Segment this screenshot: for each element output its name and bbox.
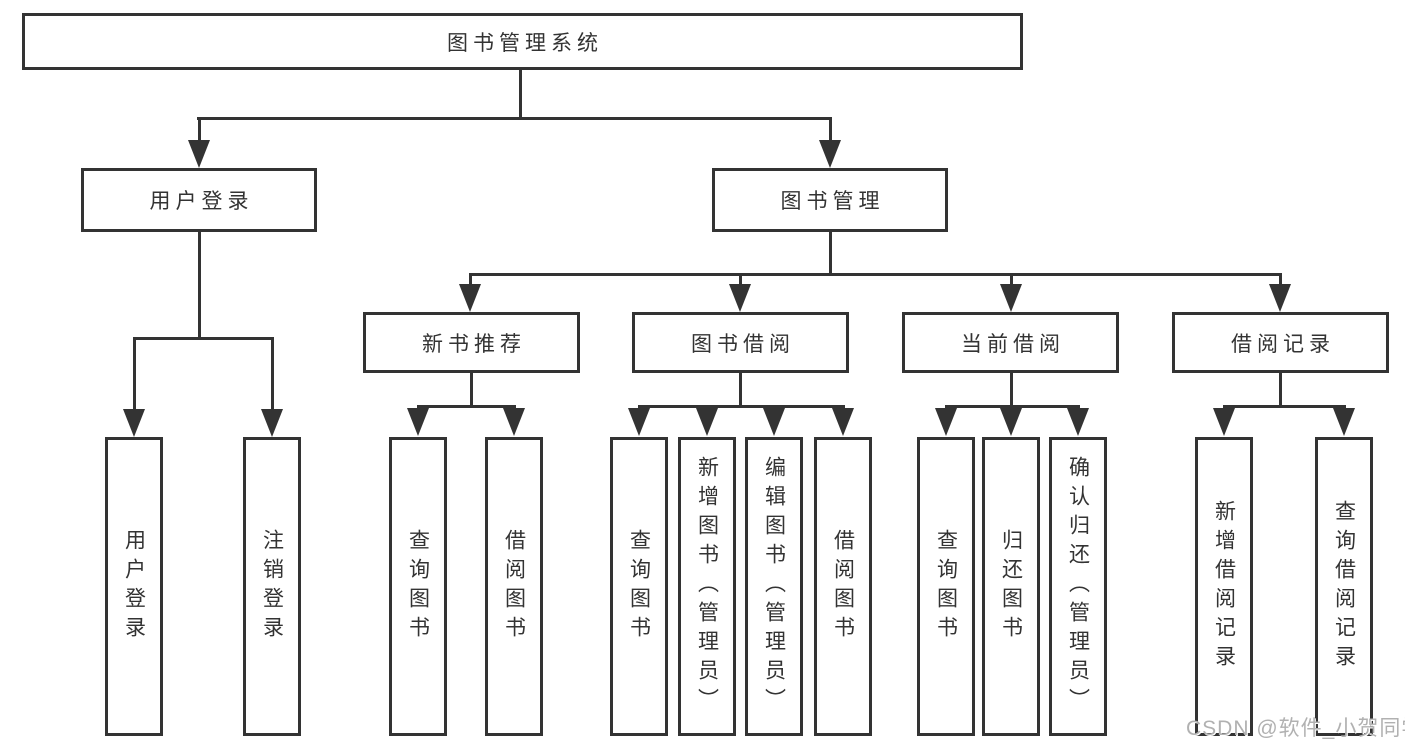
leaf-current-query-books-label: 查询图书 bbox=[934, 528, 958, 645]
connector-root-stem bbox=[519, 69, 522, 119]
leaf-borrow-query-books: 查询图书 bbox=[610, 437, 668, 736]
leaf-add-borrow-record-label: 新增借阅记录 bbox=[1212, 499, 1236, 674]
connector-group-horizontal bbox=[417, 405, 516, 408]
connector-arrow-stem bbox=[829, 119, 832, 142]
node-borrow-records-label: 借阅记录 bbox=[1231, 332, 1335, 356]
arrow-down-icon bbox=[188, 140, 210, 168]
connector-book-management-stem bbox=[829, 232, 832, 276]
leaf-confirm-return-admin: 确认归还（管理员） bbox=[1049, 437, 1107, 736]
node-new-book-recommend-label: 新书推荐 bbox=[422, 332, 526, 356]
connector-arrow-stem bbox=[469, 275, 472, 286]
node-book-borrow: 图书借阅 bbox=[632, 312, 849, 373]
connector-group-stem bbox=[1010, 373, 1013, 408]
connector-arrow-stem bbox=[1279, 275, 1282, 286]
arrow-down-icon bbox=[503, 408, 525, 436]
arrow-down-icon bbox=[1333, 408, 1355, 436]
node-library-system: 图书管理系统 bbox=[22, 13, 1023, 70]
connector-group-stem bbox=[1279, 373, 1282, 408]
connector-group-stem bbox=[739, 373, 742, 408]
leaf-confirm-return-admin-label: 确认归还（管理员） bbox=[1066, 456, 1090, 717]
leaf-user-login: 用户登录 bbox=[105, 437, 163, 736]
connector-level3-horizontal bbox=[469, 273, 1282, 276]
node-book-borrow-label: 图书借阅 bbox=[691, 332, 795, 356]
leaf-recommend-query-books: 查询图书 bbox=[389, 437, 447, 736]
node-book-management-label: 图书管理 bbox=[780, 190, 885, 213]
arrow-down-icon bbox=[1000, 408, 1022, 436]
leaf-add-borrow-record: 新增借阅记录 bbox=[1195, 437, 1253, 736]
leaf-logout: 注销登录 bbox=[243, 437, 301, 736]
leaf-return-books: 归还图书 bbox=[982, 437, 1040, 736]
arrow-down-icon bbox=[935, 408, 957, 436]
leaf-query-borrow-record: 查询借阅记录 bbox=[1315, 437, 1373, 736]
node-library-system-label: 图书管理系统 bbox=[447, 31, 603, 55]
connector-group-horizontal bbox=[945, 405, 1080, 408]
node-book-management: 图书管理 bbox=[712, 168, 948, 232]
leaf-return-books-label: 归还图书 bbox=[999, 528, 1023, 645]
leaf-recommend-query-books-label: 查询图书 bbox=[406, 528, 430, 645]
arrow-down-icon bbox=[123, 409, 145, 437]
leaf-edit-books-admin-label: 编辑图书（管理员） bbox=[762, 456, 786, 717]
leaf-recommend-borrow-books: 借阅图书 bbox=[485, 437, 543, 736]
leaf-query-borrow-record-label: 查询借阅记录 bbox=[1332, 499, 1356, 674]
connector-user-login-stem bbox=[198, 232, 201, 339]
leaf-add-books-admin-label: 新增图书（管理员） bbox=[695, 456, 719, 717]
leaf-current-query-books: 查询图书 bbox=[917, 437, 975, 736]
leaf-add-books-admin: 新增图书（管理员） bbox=[678, 437, 736, 736]
arrow-down-icon bbox=[832, 408, 854, 436]
connector-arrow-stem bbox=[198, 119, 201, 142]
connector-arrow-stem bbox=[271, 339, 274, 410]
leaf-logout-label: 注销登录 bbox=[260, 528, 284, 645]
connector-arrow-stem bbox=[133, 339, 136, 410]
arrow-down-icon bbox=[1000, 284, 1022, 312]
arrow-down-icon bbox=[261, 409, 283, 437]
node-user-login-label: 用户登录 bbox=[149, 190, 254, 213]
node-borrow-records: 借阅记录 bbox=[1172, 312, 1389, 373]
arrow-down-icon bbox=[729, 284, 751, 312]
arrow-down-icon bbox=[407, 408, 429, 436]
arrow-down-icon bbox=[1067, 408, 1089, 436]
leaf-borrow-books-label: 借阅图书 bbox=[831, 528, 855, 645]
leaf-borrow-query-books-label: 查询图书 bbox=[627, 528, 651, 645]
leaf-recommend-borrow-books-label: 借阅图书 bbox=[502, 528, 526, 645]
arrow-down-icon bbox=[1213, 408, 1235, 436]
arrow-down-icon bbox=[628, 408, 650, 436]
node-current-borrow: 当前借阅 bbox=[902, 312, 1119, 373]
csdn-watermark: CSDN @软件_小贺同学 bbox=[1186, 717, 1405, 740]
arrow-down-icon bbox=[459, 284, 481, 312]
leaf-user-login-label: 用户登录 bbox=[122, 528, 146, 645]
connector-arrow-stem bbox=[739, 275, 742, 286]
node-new-book-recommend: 新书推荐 bbox=[363, 312, 580, 373]
node-current-borrow-label: 当前借阅 bbox=[961, 332, 1065, 356]
node-user-login: 用户登录 bbox=[81, 168, 317, 232]
connector-group-horizontal bbox=[638, 405, 845, 408]
connector-group-horizontal bbox=[1223, 405, 1346, 408]
connector-root-horizontal bbox=[197, 117, 832, 120]
connector-group-stem bbox=[470, 373, 473, 408]
arrow-down-icon bbox=[763, 408, 785, 436]
connector-arrow-stem bbox=[1010, 275, 1013, 286]
arrow-down-icon bbox=[696, 408, 718, 436]
arrow-down-icon bbox=[819, 140, 841, 168]
arrow-down-icon bbox=[1269, 284, 1291, 312]
connector-user-login-horizontal bbox=[133, 337, 274, 340]
leaf-borrow-books: 借阅图书 bbox=[814, 437, 872, 736]
leaf-edit-books-admin: 编辑图书（管理员） bbox=[745, 437, 803, 736]
